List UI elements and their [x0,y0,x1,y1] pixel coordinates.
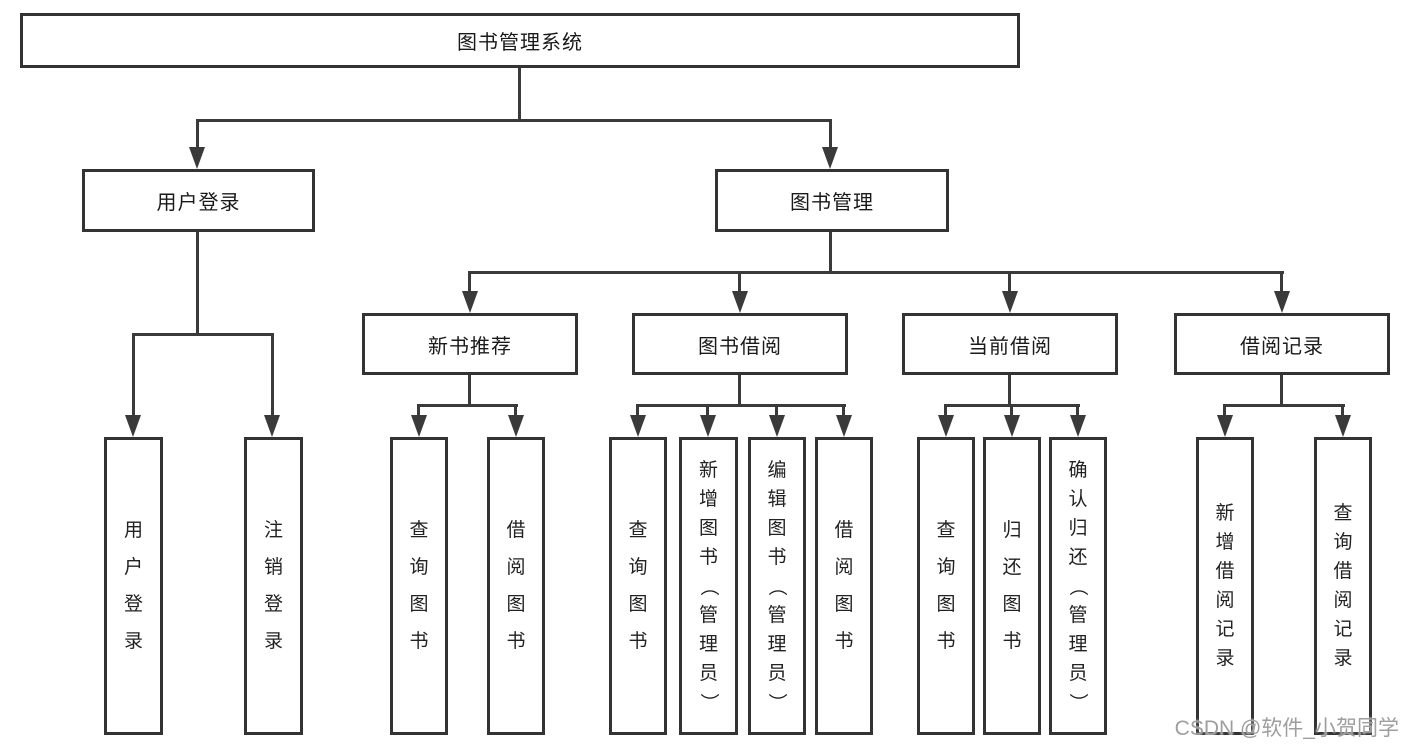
connector-vline [1280,271,1283,293]
node-borrow-record: 借阅记录 [1174,313,1390,375]
connector-vline [1280,375,1283,406]
node-new-book-rec: 新书推荐 [362,313,578,375]
arrow-down-icon [822,147,838,169]
leaf-records-query-record-label: 查询借阅记录 [1333,503,1353,669]
connector-vline [636,404,639,417]
node-book-mgmt-label: 图书管理 [790,192,874,214]
connector-vline [514,404,517,417]
arrow-down-icon [630,415,646,437]
leaf-current-return-books: 归还图书 [983,437,1041,735]
leaf-borrow-edit-books-admin: 编辑图书（管理员） [748,437,806,735]
arrow-down-icon [1217,415,1233,437]
arrow-down-icon [732,291,748,313]
connector-vline [196,119,199,149]
arrow-down-icon [1004,415,1020,437]
connector-vline [417,404,420,417]
node-borrow-record-label: 借阅记录 [1240,335,1324,358]
connector-vline [132,333,135,417]
arrow-down-icon [264,415,280,437]
leaf-newrec-query-books-label: 查询图书 [409,520,429,652]
node-book-borrow-label: 图书借阅 [698,335,782,358]
leaf-borrow-borrow-books: 借阅图书 [815,437,873,735]
leaf-records-query-record: 查询借阅记录 [1314,437,1372,735]
arrow-down-icon [938,415,954,437]
arrow-down-icon [1002,291,1018,313]
arrow-down-icon [411,415,427,437]
connector-vline [1341,404,1344,417]
connector-vline [829,232,832,273]
leaf-borrow-add-books-admin: 新增图书（管理员） [679,437,738,735]
leaf-borrow-query-books-label: 查询图书 [628,520,648,652]
leaf-current-confirm-return-admin: 确认归还（管理员） [1049,437,1107,735]
connector-hline [132,333,274,336]
connector-vline [1223,404,1226,417]
connector-hline [468,271,1284,274]
arrow-down-icon [189,147,205,169]
leaf-current-query-books-label: 查询图书 [936,520,956,652]
leaf-borrow-add-books-admin-label: 新增图书（管理员） [697,459,719,712]
leaf-logout: 注销登录 [244,437,303,735]
connector-hline [636,404,846,407]
connector-hline [417,404,518,407]
connector-vline [1008,375,1011,406]
node-current-borrow: 当前借阅 [902,313,1118,375]
connector-vline [944,404,947,417]
arrow-down-icon [1335,415,1351,437]
node-user-login: 用户登录 [82,169,315,232]
connector-vline [468,271,471,293]
connector-vline [196,232,199,336]
connector-vline [842,404,845,417]
leaf-borrow-edit-books-admin-label: 编辑图书（管理员） [766,459,788,712]
leaf-borrow-borrow-books-label: 借阅图书 [834,520,854,652]
leaf-user-login: 用户登录 [104,437,163,735]
connector-hline [1223,404,1345,407]
leaf-user-login-label: 用户登录 [123,520,143,652]
connector-vline [738,271,741,293]
leaf-logout-label: 注销登录 [263,520,283,652]
connector-vline [1010,404,1013,417]
csdn-watermark: CSDN @软件_小贺同学 [1174,717,1399,740]
connector-vline [1008,271,1011,293]
leaf-current-return-books-label: 归还图书 [1002,520,1022,652]
leaf-current-query-books: 查询图书 [917,437,975,735]
connector-vline [738,375,741,406]
leaf-newrec-borrow-books-label: 借阅图书 [506,520,526,652]
arrow-down-icon [700,415,716,437]
leaf-newrec-borrow-books: 借阅图书 [487,437,545,735]
arrow-down-icon [1070,415,1086,437]
leaf-newrec-query-books: 查询图书 [390,437,448,735]
connector-vline [518,68,521,121]
arrow-down-icon [836,415,852,437]
leaf-records-add-record-label: 新增借阅记录 [1215,503,1235,669]
connector-vline [775,404,778,417]
arrow-down-icon [462,291,478,313]
arrow-down-icon [125,415,141,437]
node-current-borrow-label: 当前借阅 [968,335,1052,358]
arrow-down-icon [508,415,524,437]
connector-vline [271,333,274,417]
connector-hline [196,119,832,122]
node-book-mgmt: 图书管理 [715,169,949,232]
connector-vline [829,119,832,149]
node-root-label: 图书管理系统 [457,32,583,54]
connector-vline [706,404,709,417]
leaf-records-add-record: 新增借阅记录 [1196,437,1254,735]
arrow-down-icon [1274,291,1290,313]
node-book-borrow: 图书借阅 [632,313,848,375]
leaf-current-confirm-return-admin-label: 确认归还（管理员） [1067,459,1089,712]
leaf-borrow-query-books: 查询图书 [609,437,667,735]
node-root: 图书管理系统 [20,13,1020,68]
arrow-down-icon [769,415,785,437]
connector-vline [1076,404,1079,417]
connector-vline [468,375,471,406]
node-new-book-rec-label: 新书推荐 [428,335,512,358]
node-user-login-label: 用户登录 [156,192,241,214]
